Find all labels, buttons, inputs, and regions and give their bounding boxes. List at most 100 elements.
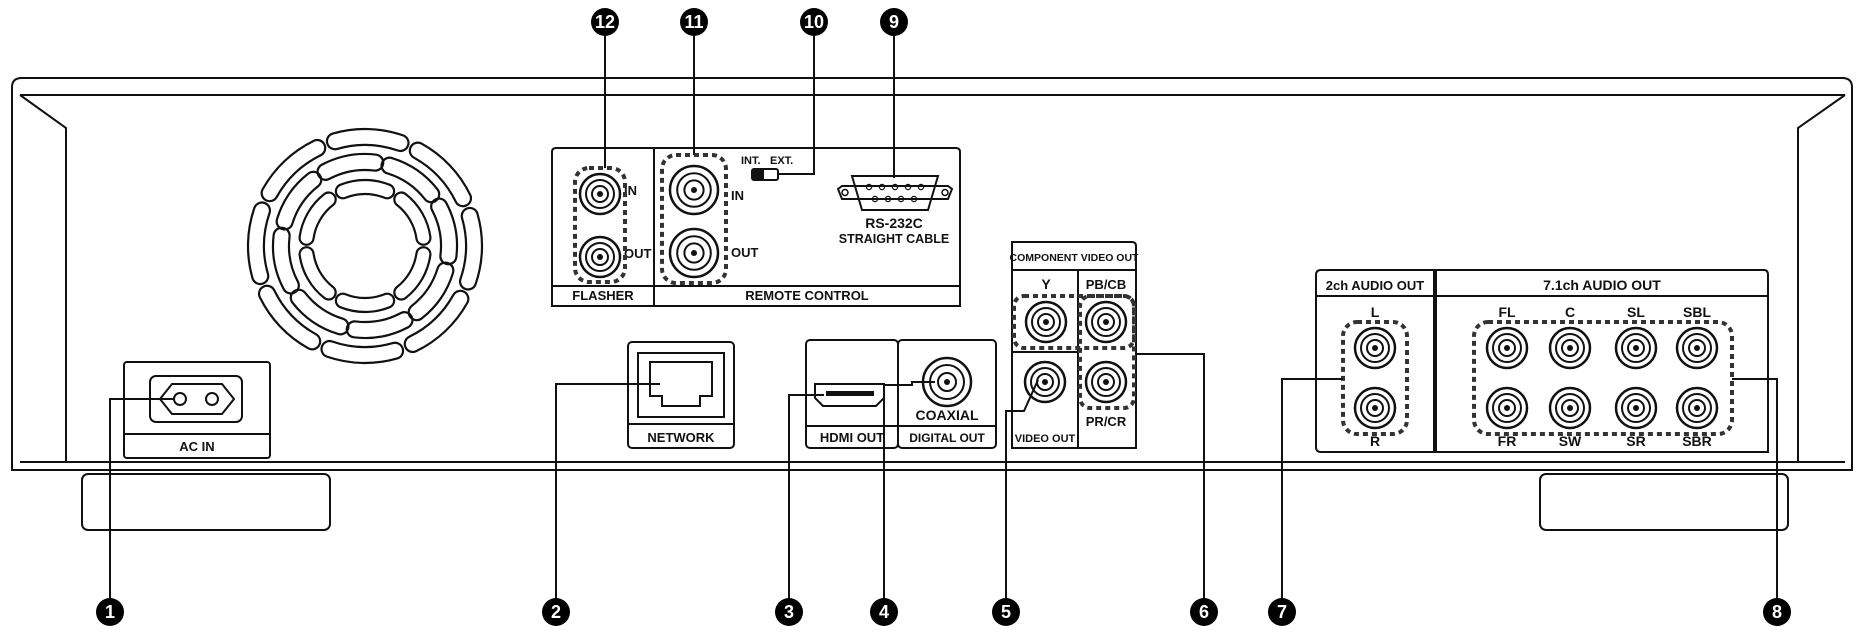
- ac-in-port[interactable]: AC IN: [123, 361, 271, 459]
- remote-control-label: REMOTE CONTROL: [745, 288, 869, 303]
- fan-slot: [393, 191, 432, 246]
- fan-slot: [260, 138, 327, 203]
- audio-l-jack[interactable]: [1353, 326, 1397, 370]
- int-label: INT.: [741, 155, 761, 167]
- audio-sbr-jack[interactable]: [1675, 386, 1719, 430]
- callout-7: 7: [1268, 598, 1296, 626]
- fan-slot: [325, 127, 410, 153]
- audio-fr-jack[interactable]: [1485, 386, 1529, 430]
- audio-sbr-label: SBR: [1682, 433, 1712, 449]
- coaxial-label: COAXIAL: [916, 407, 979, 423]
- fan-slot: [334, 292, 396, 314]
- audio-sl-jack[interactable]: [1614, 326, 1658, 370]
- callout-number: 6: [1199, 602, 1209, 622]
- ext-label: EXT.: [770, 155, 793, 167]
- audio-sl-label: SL: [1627, 304, 1645, 320]
- ac-in-label: AC IN: [179, 439, 214, 454]
- fan-slot: [316, 152, 385, 181]
- audio-71ch-block: 7.1ch AUDIO OUT FL C SL SBL FR SW SR SBR: [1435, 269, 1769, 453]
- right-foot: [1539, 473, 1789, 531]
- audio-r-jack[interactable]: [1353, 386, 1397, 430]
- fan-slot: [430, 197, 459, 266]
- db9-serial-port-icon: [850, 175, 940, 211]
- callout-number: 12: [595, 12, 615, 32]
- comp-pb-label: PB/CB: [1086, 277, 1126, 292]
- fan-slot: [298, 191, 337, 246]
- ac-power-socket-icon: [158, 383, 236, 415]
- fan-slot: [458, 206, 484, 291]
- callout-number: 11: [684, 12, 703, 32]
- component-pr-jack[interactable]: [1084, 360, 1128, 404]
- audio-sbl-jack[interactable]: [1675, 326, 1719, 370]
- comp-y-label: Y: [1041, 276, 1051, 292]
- audio-sr-jack[interactable]: [1614, 386, 1658, 430]
- callout-4: 4: [870, 598, 898, 626]
- fan-slot: [407, 261, 455, 322]
- component-y-jack[interactable]: [1024, 300, 1068, 344]
- audio-2ch-label: 2ch AUDIO OUT: [1326, 278, 1425, 293]
- leader-lines: [109, 32, 1778, 603]
- callout-number: 8: [1772, 602, 1782, 622]
- fan-slot: [275, 170, 323, 231]
- video-block: COMPONENT VIDEO OUT Y PB/CB PR/CR VIDEO …: [1010, 241, 1140, 449]
- audio-r-label: R: [1370, 433, 1380, 449]
- audio-c-jack[interactable]: [1548, 326, 1592, 370]
- audio-sw-jack[interactable]: [1548, 386, 1592, 430]
- callout-number: 9: [889, 12, 899, 32]
- callout-11: 11: [680, 8, 708, 36]
- ethernet-port-icon: [649, 361, 713, 407]
- callout-12: 12: [591, 8, 619, 36]
- flasher-in-label: IN: [624, 183, 637, 198]
- callout-2: 2: [542, 598, 570, 626]
- hdmi-out-label: HDMI OUT: [820, 430, 884, 445]
- fan-slot: [271, 226, 300, 295]
- fan-slot: [345, 311, 414, 340]
- callout-number: 2: [551, 602, 561, 622]
- control-block: FLASHER REMOTE CONTROL IN OUT IN OUT INT…: [551, 147, 961, 307]
- straight-cable-label: STRAIGHT CABLE: [839, 232, 949, 246]
- callout-1: 1: [96, 598, 124, 626]
- fan-slot: [393, 246, 432, 301]
- component-video-out-label: COMPONENT VIDEO OUT: [1010, 252, 1140, 264]
- callout-10: 10: [800, 8, 828, 36]
- flasher-out-jack[interactable]: [578, 235, 622, 279]
- comp-pr-label: PR/CR: [1086, 414, 1127, 429]
- fan-slot: [380, 156, 441, 204]
- audio-c-label: C: [1565, 304, 1575, 320]
- callout-number: 7: [1277, 602, 1287, 622]
- remote-in-label: IN: [731, 188, 744, 203]
- fan-slot: [320, 339, 405, 365]
- remote-in-jack[interactable]: [668, 164, 720, 216]
- int-ext-slide-switch[interactable]: [751, 168, 779, 181]
- component-pb-jack[interactable]: [1084, 300, 1128, 344]
- flasher-in-jack[interactable]: [578, 172, 622, 216]
- network-label: NETWORK: [647, 430, 715, 445]
- remote-out-jack[interactable]: [668, 227, 720, 279]
- flasher-label: FLASHER: [572, 288, 634, 303]
- left-foot: [81, 473, 331, 531]
- fan-slot: [334, 178, 396, 200]
- audio-sbl-label: SBL: [1683, 304, 1711, 320]
- callout-6: 6: [1190, 598, 1218, 626]
- callout-number: 5: [1001, 602, 1011, 622]
- network-port[interactable]: NETWORK: [627, 341, 735, 449]
- callout-number: 1: [105, 602, 115, 622]
- callout-8: 8: [1763, 598, 1791, 626]
- coaxial-digital-out-port[interactable]: COAXIAL DIGITAL OUT: [897, 339, 997, 449]
- fan-vent-icon: [246, 127, 484, 365]
- rs232c-label: RS-232C: [865, 215, 923, 231]
- audio-71ch-label: 7.1ch AUDIO OUT: [1543, 277, 1661, 293]
- fan-slot: [298, 246, 337, 301]
- audio-l-label: L: [1371, 304, 1380, 320]
- fan-slot: [403, 289, 470, 354]
- rs232c-port[interactable]: RS-232C STRAIGHT CABLE: [836, 175, 954, 246]
- audio-fl-jack[interactable]: [1485, 326, 1529, 370]
- fan-slot: [408, 141, 473, 208]
- audio-sr-label: SR: [1626, 433, 1645, 449]
- callout-number: 3: [784, 602, 794, 622]
- callout-3: 3: [775, 598, 803, 626]
- video-out-label: VIDEO OUT: [1015, 433, 1076, 445]
- audio-sw-label: SW: [1559, 433, 1582, 449]
